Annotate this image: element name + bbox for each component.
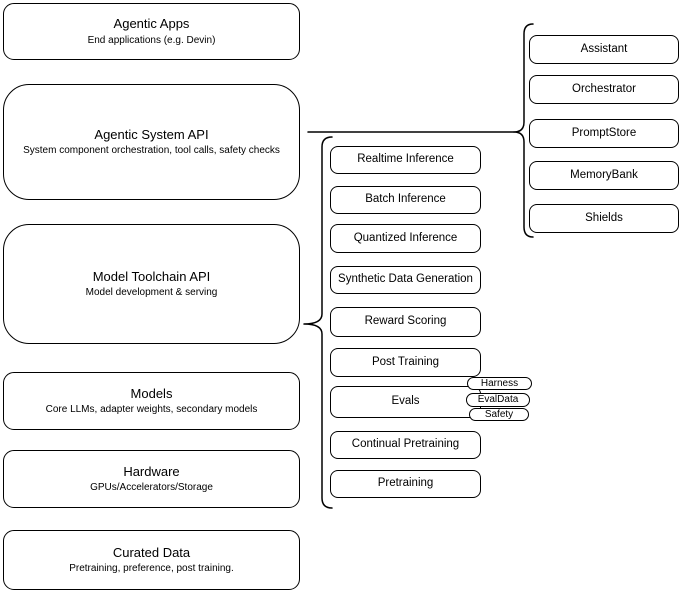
service-box-continual-pretraining: Continual Pretraining (330, 431, 481, 459)
layer-subtitle: Core LLMs, adapter weights, secondary mo… (45, 404, 258, 416)
component-box-assistant: Assistant (529, 35, 679, 64)
service-box-synthetic-data-generation: Synthetic Data Generation (330, 266, 481, 294)
service-box-realtime-inference: Realtime Inference (330, 146, 481, 174)
toolchain-services-brace (303, 136, 333, 509)
layer-subtitle: Pretraining, preference, post training. (69, 563, 234, 575)
layer-subtitle: End applications (e.g. Devin) (87, 34, 216, 46)
layer-title: Models (130, 385, 173, 401)
service-box-quantized-inference: Quantized Inference (330, 224, 481, 253)
layer-box-models: Models Core LLMs, adapter weights, secon… (3, 372, 300, 430)
layer-subtitle: GPUs/Accelerators/Storage (90, 482, 213, 494)
eval-pill-harness: Harness (467, 377, 532, 390)
eval-pill-safety: Safety (469, 408, 529, 421)
layer-subtitle: System component orchestration, tool cal… (23, 145, 280, 157)
eval-pill-evaldata: EvalData (466, 393, 530, 407)
layer-box-model-toolchain-api: Model Toolchain API Model development & … (3, 224, 300, 344)
layer-title: Curated Data (112, 544, 191, 560)
component-box-promptstore: PromptStore (529, 119, 679, 148)
layer-box-curated-data: Curated Data Pretraining, preference, po… (3, 530, 300, 590)
component-box-memorybank: MemoryBank (529, 161, 679, 190)
component-box-shields: Shields (529, 204, 679, 233)
system-components-brace (513, 23, 534, 238)
layer-subtitle: Model development & serving (85, 287, 218, 299)
layer-box-hardware: Hardware GPUs/Accelerators/Storage (3, 450, 300, 508)
component-box-orchestrator: Orchestrator (529, 75, 679, 104)
layer-title: Hardware (123, 463, 180, 479)
layer-title: Agentic Apps (113, 16, 190, 32)
layer-title: Model Toolchain API (92, 268, 211, 284)
service-box-reward-scoring: Reward Scoring (330, 307, 481, 337)
layer-box-agentic-system-api: Agentic System API System component orch… (3, 84, 300, 200)
service-box-evals: Evals (330, 386, 481, 418)
service-box-post-training: Post Training (330, 348, 481, 377)
layer-title: Agentic System API (94, 126, 209, 142)
service-box-pretraining: Pretraining (330, 470, 481, 498)
service-box-batch-inference: Batch Inference (330, 186, 481, 214)
layer-box-agentic-apps: Agentic Apps End applications (e.g. Devi… (3, 3, 300, 60)
